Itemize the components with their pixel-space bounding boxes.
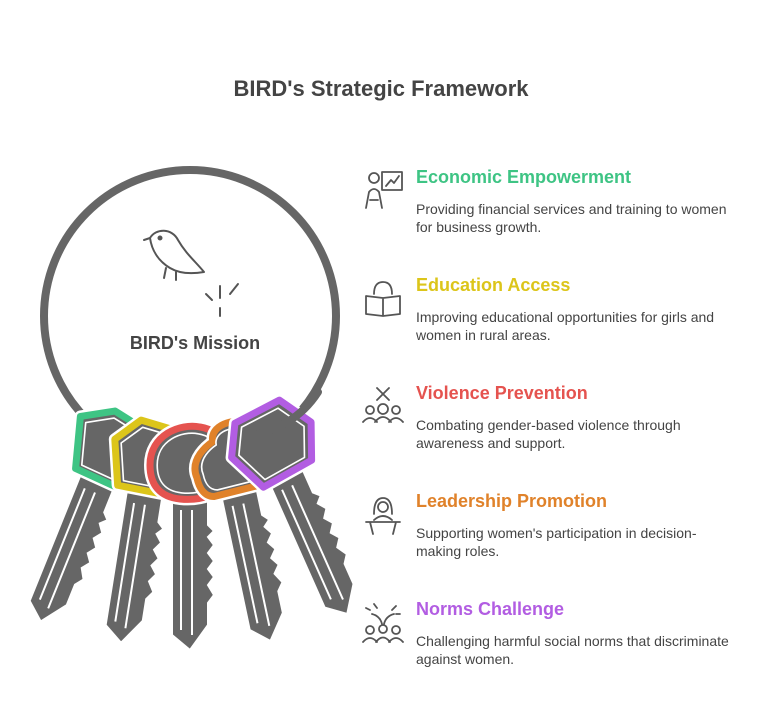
- framework-item: Economic Empowerment Providing financial…: [360, 167, 750, 276]
- item-title: Economic Empowerment: [416, 167, 632, 187]
- page-title: BIRD's Strategic Framework: [233, 76, 529, 101]
- teacher-chart-icon: [365, 171, 403, 209]
- framework-item: Norms Challenge Challenging harmful soci…: [360, 599, 750, 708]
- item-title: Violence Prevention: [416, 383, 588, 403]
- bird-icon: [143, 229, 239, 317]
- key-groove: [114, 502, 146, 629]
- framework-item: Leadership Promotion Supporting women's …: [360, 491, 750, 600]
- group-cross-icon: [362, 387, 404, 423]
- item-description: Supporting women's participation in deci…: [416, 525, 697, 559]
- speaker-podium-icon: [365, 497, 401, 535]
- item-description: Combating gender-based violence through …: [416, 417, 681, 451]
- key-groove: [231, 503, 271, 627]
- group-burst-icon: [362, 603, 404, 643]
- item-title: Leadership Promotion: [416, 491, 608, 511]
- item-title: Norms Challenge: [416, 599, 565, 619]
- key-blade: [28, 469, 117, 623]
- item-description: Providing financial services and trainin…: [416, 201, 727, 235]
- reader-book-icon: [365, 281, 401, 317]
- key-groove: [38, 487, 96, 609]
- key-groove: [180, 510, 193, 635]
- key-ring-end: [248, 388, 322, 440]
- item-description: Challenging harmful social norms that di…: [416, 633, 729, 667]
- mission-label: BIRD's Mission: [129, 333, 261, 353]
- item-description: Improving educational opportunities for …: [416, 309, 715, 343]
- item-title: Education Access: [416, 275, 571, 295]
- framework-item: Violence Prevention Combating gender-bas…: [360, 383, 750, 492]
- key-groove: [281, 484, 344, 600]
- framework-item: Education Access Improving educational o…: [360, 275, 750, 384]
- key-head-inner: [238, 407, 306, 481]
